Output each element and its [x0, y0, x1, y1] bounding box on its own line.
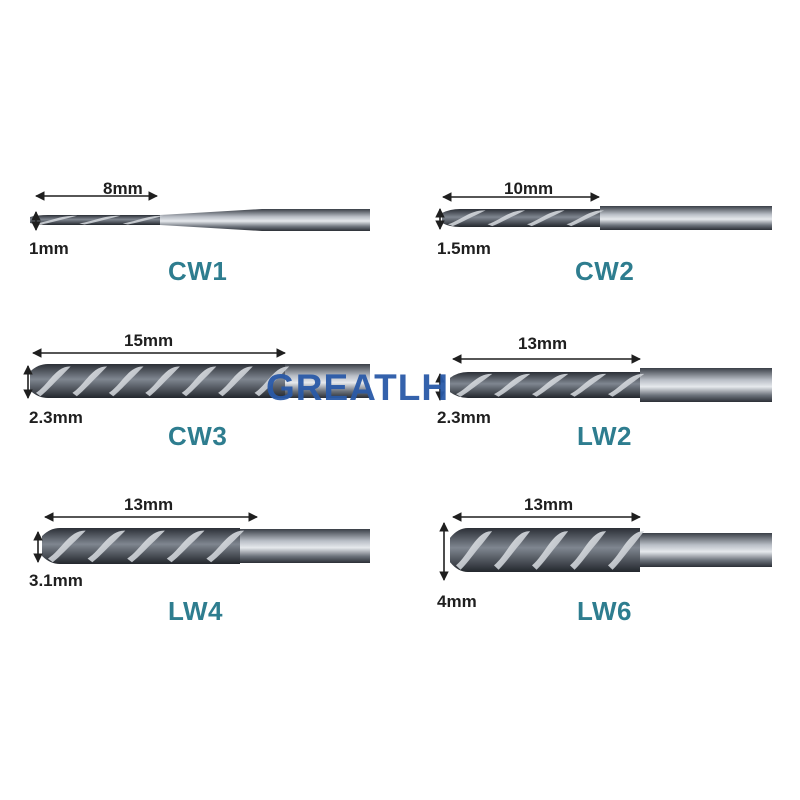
lw6-flute-spiral [532, 531, 569, 570]
cw3-length-label: 15mm [124, 331, 174, 350]
cw1-code-label: CW1 [168, 256, 228, 286]
lw4-flute-spiral [166, 530, 205, 563]
lw6-flute-spiral [570, 531, 607, 570]
lw4-shank [240, 529, 370, 563]
cw2-shank [600, 206, 772, 230]
cw3-flute-spiral [218, 366, 253, 397]
cw3-drill-bit [30, 364, 370, 398]
lw6-flute-spiral [456, 531, 493, 570]
cw1-neck [160, 209, 262, 231]
cw3-flute-spiral [181, 366, 217, 397]
lw4-drill-bit [42, 528, 370, 564]
lw6-flute-spiral [608, 531, 645, 570]
cw1-drill-bit [30, 209, 370, 231]
lw6-diameter-label: 4mm [437, 592, 477, 611]
cw1-shank [262, 209, 370, 231]
cw2-flute-spiral [448, 210, 486, 227]
lw6-code-label: LW6 [577, 596, 632, 626]
lw4-flute-spiral [48, 530, 86, 563]
cw3-diameter-label: 2.3mm [29, 408, 83, 427]
cw2-flute-spiral [527, 210, 565, 227]
lw2-shank [640, 368, 772, 402]
cw1-diameter-label: 1mm [29, 239, 69, 258]
lw2-code-label: LW2 [577, 421, 632, 451]
lw2-flute-spiral [570, 373, 607, 397]
cw3-flute-spiral [36, 366, 71, 397]
cw2-flute-spiral [566, 210, 605, 227]
cw1-flute-spiral [122, 215, 164, 225]
lw4-code-label: LW4 [168, 596, 223, 626]
lw6-shank [640, 533, 772, 567]
lw2-drill-bit [450, 368, 772, 402]
lw2-flute-spiral [608, 373, 645, 397]
cw1-flute-spiral [79, 215, 121, 225]
cw3-flute-spiral [108, 366, 144, 397]
lw6-length-label: 13mm [524, 495, 574, 514]
cw1-flute-spiral [36, 215, 78, 225]
cw3-flute-spiral [254, 366, 290, 397]
cw2-code-label: CW2 [575, 256, 635, 286]
cw2-drill-bit [442, 206, 772, 230]
cw2-flute-spiral [487, 210, 526, 227]
cw1-length-label: 8mm [103, 179, 143, 198]
brand-watermark: GREATLH [266, 367, 450, 408]
lw4-flute-spiral [127, 530, 165, 563]
lw4-length-label: 13mm [124, 495, 174, 514]
lw2-flute-spiral [494, 373, 531, 397]
cw3-code-label: CW3 [168, 421, 228, 451]
lw4-flute-spiral [206, 530, 245, 563]
lw2-length-label: 13mm [518, 334, 568, 353]
cw3-flute-spiral [72, 366, 108, 397]
lw6-flute-spiral [494, 531, 531, 570]
cw2-flute-body [442, 209, 600, 227]
cw3-flute-spiral [145, 366, 180, 397]
lw6-drill-bit [450, 528, 772, 572]
lw4-flute-spiral [87, 530, 126, 563]
lw2-flute-spiral [456, 373, 493, 397]
cw2-diameter-label: 1.5mm [437, 239, 491, 258]
cw3-shank [285, 364, 370, 398]
lw4-diameter-label: 3.1mm [29, 571, 83, 590]
lw2-diameter-label: 2.3mm [437, 408, 491, 427]
lw2-flute-spiral [532, 373, 569, 397]
cw2-length-label: 10mm [504, 179, 554, 198]
